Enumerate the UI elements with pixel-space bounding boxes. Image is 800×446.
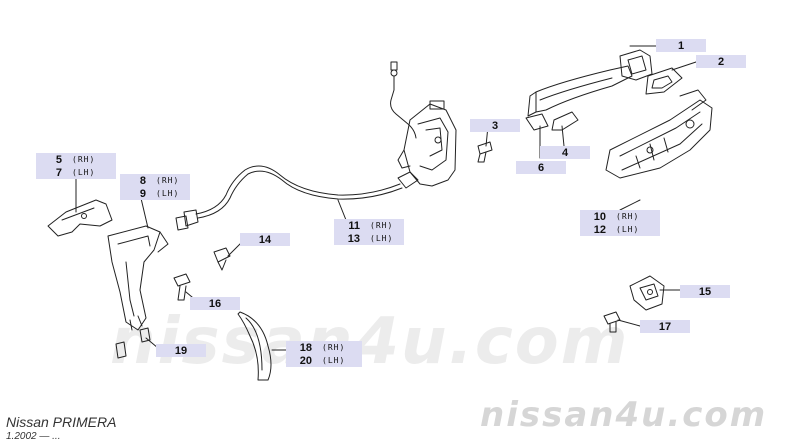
striker-15 <box>629 275 665 311</box>
callout-10-rh: 10 (RH) <box>580 210 660 223</box>
callout-20-lh: 20 (LH) <box>286 354 362 367</box>
callout-12-lh: 12 (LH) <box>580 223 660 236</box>
gasket-4 <box>525 111 579 131</box>
callout-16: 16 <box>190 297 240 310</box>
callout-1: 1 <box>656 39 706 52</box>
watermark-center: nissan4u.com <box>110 305 630 379</box>
callout-18-rh: 18 (RH) <box>286 341 362 354</box>
callout-13-lh: 13 (LH) <box>334 232 404 245</box>
model-caption: Nissan PRIMERA <box>6 414 117 430</box>
cable-11-13 <box>175 165 403 231</box>
handle-bracket <box>605 89 713 179</box>
date-caption: 1.2002 — ... <box>6 431 61 442</box>
callout-8-rh: 8 (RH) <box>120 174 190 187</box>
gasket-2 <box>645 67 683 95</box>
callout-3: 3 <box>470 119 520 132</box>
watermark-corner: nissan4u.com <box>480 395 768 435</box>
screw-16 <box>173 273 191 301</box>
cap-19 <box>115 315 151 359</box>
screw-14 <box>213 247 231 271</box>
outside-handle <box>527 49 653 117</box>
sealing-strip <box>237 311 272 381</box>
callout-4: 4 <box>540 146 590 159</box>
callout-6: 6 <box>516 161 566 174</box>
door-lock-assembly <box>397 100 457 189</box>
callout-17: 17 <box>640 320 690 333</box>
callout-9-lh: 9 (LH) <box>120 187 190 200</box>
screw-3 <box>477 141 493 163</box>
callout-14: 14 <box>240 233 290 246</box>
lock-rod <box>390 61 417 139</box>
callout-11-rh: 11 (RH) <box>334 219 404 232</box>
callout-5-rh: 5 (RH) <box>36 153 116 166</box>
callout-7-lh: 7 (LH) <box>36 166 116 179</box>
callout-19: 19 <box>156 344 206 357</box>
callout-2: 2 <box>696 55 746 68</box>
inside-handle-bracket <box>47 199 113 237</box>
callout-15: 15 <box>680 285 730 298</box>
screw-17 <box>603 311 621 333</box>
inside-handle <box>107 225 169 331</box>
